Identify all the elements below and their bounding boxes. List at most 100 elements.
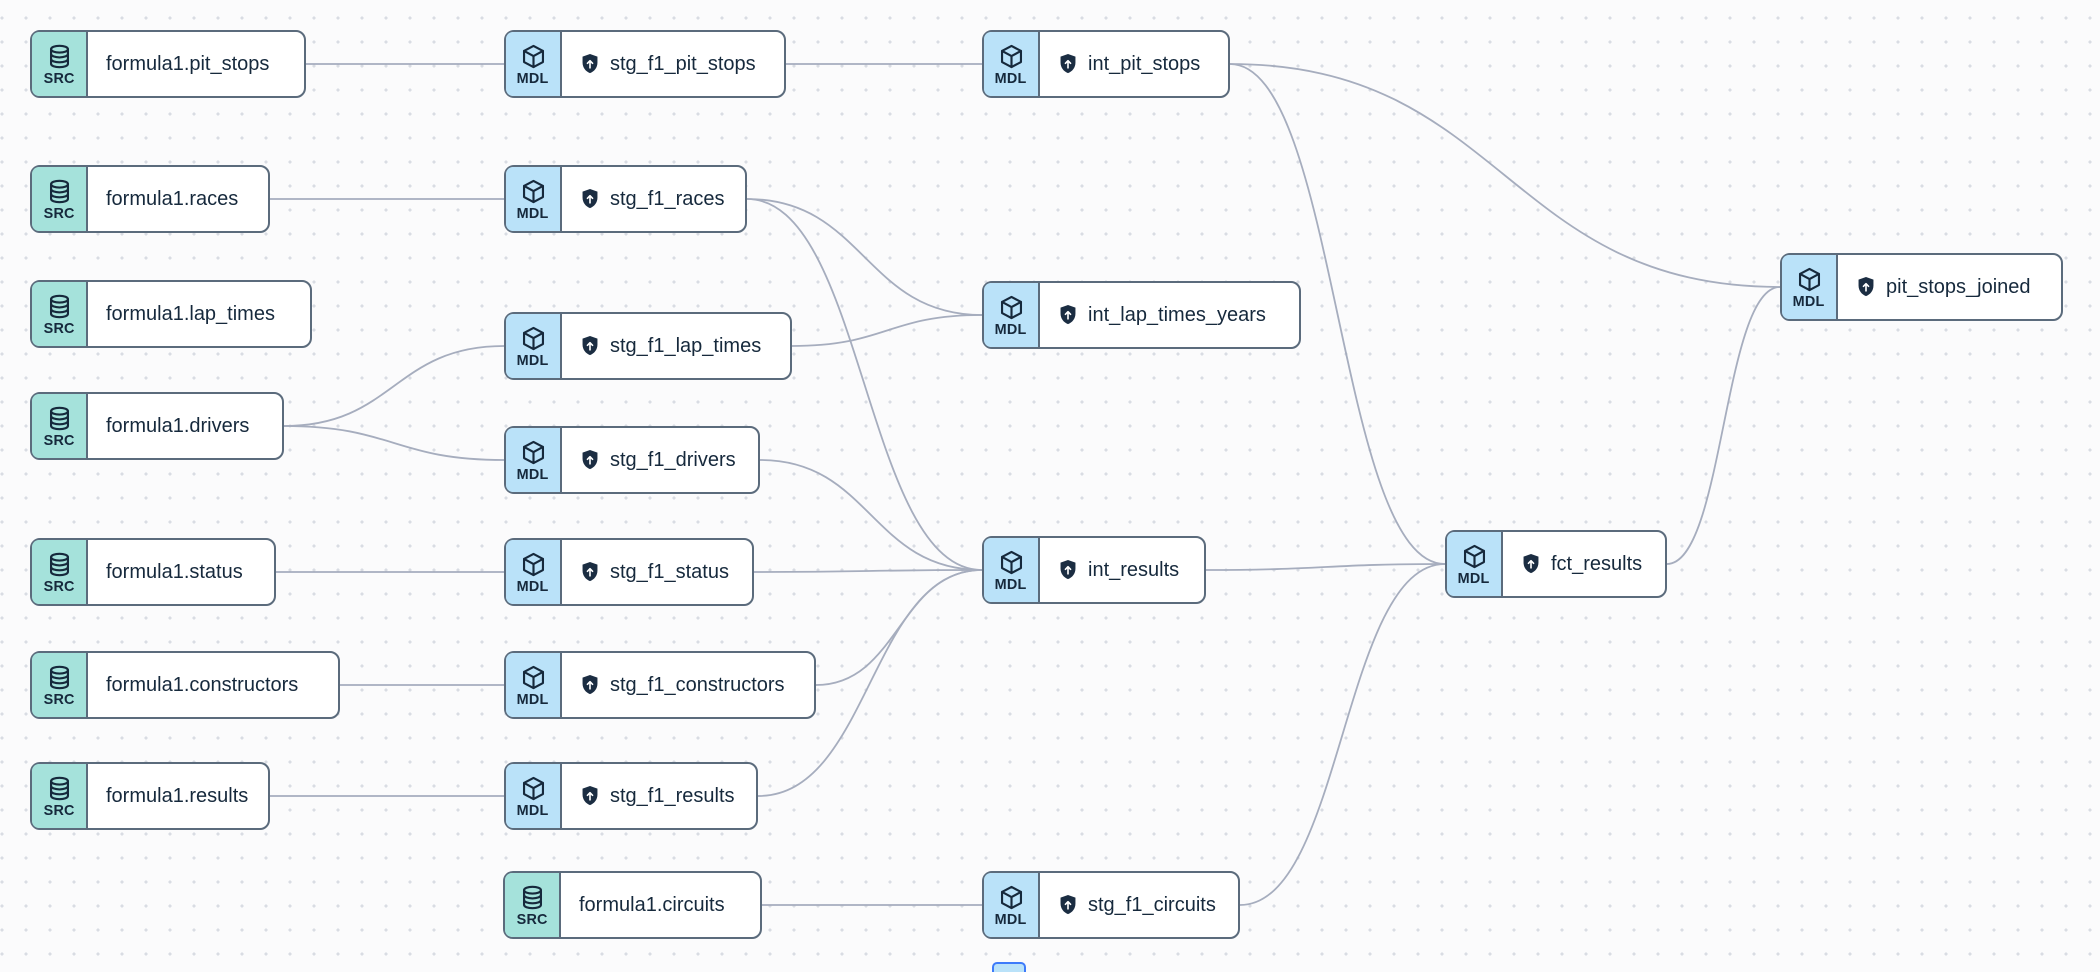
- node-src_races[interactable]: SRC formula1.races: [30, 165, 270, 233]
- node-type-label: MDL: [995, 320, 1027, 338]
- node-label: stg_f1_results: [610, 785, 735, 807]
- shield-icon: [580, 674, 600, 696]
- edge-stg_f1_races--int_lap_times_years: [746, 198, 983, 316]
- node-type-label: MDL: [517, 690, 549, 708]
- cube-icon: [520, 664, 547, 691]
- cube-icon: [520, 43, 547, 70]
- cube-icon: [1796, 266, 1823, 293]
- node-type-badge: MDL: [506, 428, 562, 492]
- node-type-badge: MDL: [506, 32, 562, 96]
- node-type-badge: SRC: [32, 282, 88, 346]
- node-type-badge: MDL: [506, 653, 562, 717]
- node-stg_f1_lap_times[interactable]: MDL stg_f1_lap_times: [504, 312, 792, 380]
- node-type-label: SRC: [516, 910, 548, 928]
- clipped-node-fragment: [992, 962, 1026, 972]
- node-type-badge: MDL: [984, 873, 1040, 937]
- cube-icon: [520, 325, 547, 352]
- node-type-badge: SRC: [505, 873, 561, 937]
- node-int_lap_times_years[interactable]: MDL int_lap_times_years: [982, 281, 1301, 349]
- node-stg_f1_results[interactable]: MDL stg_f1_results: [504, 762, 758, 830]
- edge-stg_f1_drivers--int_results: [759, 459, 983, 571]
- node-body: pit_stops_joined: [1838, 255, 2061, 319]
- node-label: pit_stops_joined: [1886, 276, 2031, 298]
- node-type-label: SRC: [43, 69, 75, 87]
- node-body: stg_f1_status: [562, 540, 752, 604]
- database-icon: [519, 884, 546, 911]
- shield-icon: [1856, 276, 1876, 298]
- node-label: stg_f1_pit_stops: [610, 53, 756, 75]
- node-type-badge: SRC: [32, 394, 88, 458]
- node-body: formula1.status: [88, 540, 274, 604]
- database-icon: [46, 178, 73, 205]
- node-label: stg_f1_circuits: [1088, 894, 1216, 916]
- shield-icon: [580, 188, 600, 210]
- node-body: stg_f1_races: [562, 167, 745, 231]
- node-type-badge: SRC: [32, 540, 88, 604]
- node-type-label: MDL: [517, 577, 549, 595]
- node-label: formula1.lap_times: [106, 303, 275, 325]
- database-icon: [46, 293, 73, 320]
- database-icon: [46, 664, 73, 691]
- node-stg_f1_status[interactable]: MDL stg_f1_status: [504, 538, 754, 606]
- node-stg_f1_constructors[interactable]: MDL stg_f1_constructors: [504, 651, 816, 719]
- node-label: stg_f1_races: [610, 188, 725, 210]
- node-label: int_lap_times_years: [1088, 304, 1266, 326]
- shield-icon: [580, 53, 600, 75]
- node-type-badge: SRC: [32, 167, 88, 231]
- node-body: stg_f1_constructors: [562, 653, 814, 717]
- node-type-badge: SRC: [32, 32, 88, 96]
- node-label: formula1.results: [106, 785, 249, 807]
- node-body: stg_f1_pit_stops: [562, 32, 784, 96]
- node-type-label: MDL: [517, 69, 549, 87]
- database-icon: [46, 405, 73, 432]
- node-body: formula1.races: [88, 167, 268, 231]
- node-type-label: MDL: [517, 351, 549, 369]
- edge-stg_f1_circuits--fct_results: [1239, 563, 1446, 906]
- node-src_status[interactable]: SRC formula1.status: [30, 538, 276, 606]
- edge-int_results--fct_results: [1205, 563, 1446, 571]
- cube-icon: [1461, 543, 1488, 570]
- node-stg_f1_pit_stops[interactable]: MDL stg_f1_pit_stops: [504, 30, 786, 98]
- node-label: formula1.status: [106, 561, 243, 583]
- cube-icon: [998, 884, 1025, 911]
- node-type-label: SRC: [43, 319, 75, 337]
- node-body: formula1.lap_times: [88, 282, 310, 346]
- node-src_lap_times[interactable]: SRC formula1.lap_times: [30, 280, 312, 348]
- node-body: formula1.constructors: [88, 653, 338, 717]
- shield-icon: [580, 449, 600, 471]
- node-type-label: SRC: [43, 204, 75, 222]
- node-stg_f1_circuits[interactable]: MDL stg_f1_circuits: [982, 871, 1240, 939]
- node-src_results[interactable]: SRC formula1.results: [30, 762, 270, 830]
- edge-src_drivers--stg_f1_lap_times: [283, 345, 505, 427]
- node-type-label: MDL: [517, 801, 549, 819]
- shield-icon: [580, 785, 600, 807]
- cube-icon: [520, 551, 547, 578]
- node-label: stg_f1_lap_times: [610, 335, 762, 357]
- node-body: formula1.results: [88, 764, 268, 828]
- shield-icon: [1521, 553, 1541, 575]
- edge-stg_f1_results--int_results: [757, 569, 983, 797]
- node-type-badge: MDL: [506, 764, 562, 828]
- node-type-label: SRC: [43, 801, 75, 819]
- shield-icon: [1058, 304, 1078, 326]
- node-label: int_pit_stops: [1088, 53, 1201, 75]
- cube-icon: [998, 549, 1025, 576]
- node-type-badge: MDL: [984, 283, 1040, 347]
- edge-fct_results--pit_stops_joined: [1666, 286, 1781, 565]
- shield-icon: [580, 561, 600, 583]
- node-label: int_results: [1088, 559, 1180, 581]
- node-label: formula1.constructors: [106, 674, 299, 696]
- node-body: stg_f1_circuits: [1040, 873, 1238, 937]
